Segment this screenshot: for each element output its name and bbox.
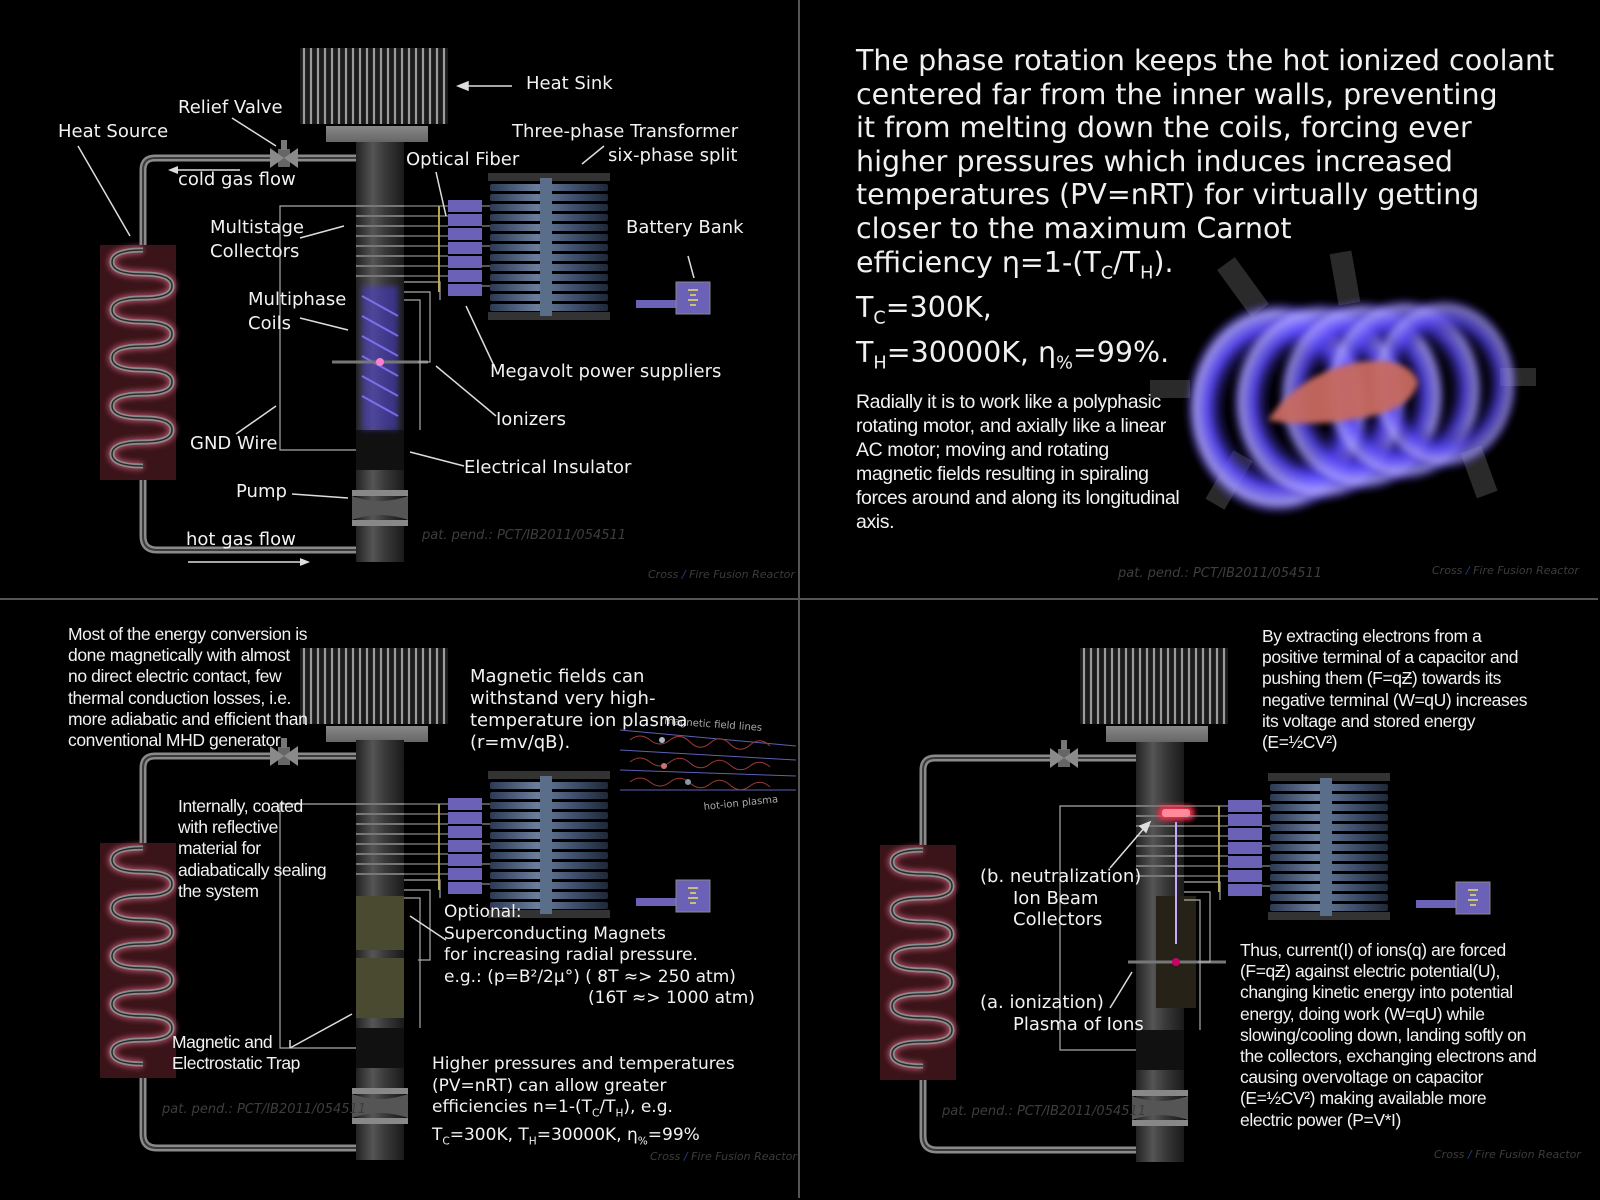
transformer-label-2: six-phase split — [608, 145, 738, 166]
reactor-diagram — [800, 646, 1491, 1163]
magnetic-fields-text: Magnetic fields can withstand very high-… — [470, 666, 688, 753]
patent-note: pat. pend.: PCT/IB2011/054511 — [162, 1102, 367, 1117]
phase-text-line: it from melting down the coils, forcing … — [856, 111, 1472, 145]
higher-line: efficiencies n=1-(TC/TH), e.g. — [432, 1097, 673, 1120]
neutralization-line: Collectors — [1013, 909, 1103, 930]
phase-text-line: temperatures (PV=nRT) for virtually gett… — [856, 178, 1480, 212]
reactor-diagram — [77, 46, 711, 566]
neutralization-label: (b. neutralization) Ion Beam Collectors — [980, 866, 1141, 931]
transformer-label-1: Three-phase Transformer — [512, 121, 739, 142]
reactor-diagram: magnetic field lines hot-ion plasma — [0, 646, 797, 1161]
th-value-line: TH=30000K, η%=99%. — [856, 336, 1170, 374]
phase-text-line: closer to the maximum Carnot — [856, 211, 1292, 245]
tc-value-line: TC=300K, — [856, 290, 992, 329]
hot-gas-flow-label: hot gas flow — [186, 529, 296, 550]
ionization-line: (a. ionization) — [980, 992, 1104, 1013]
phase-rotation-text: The phase rotation keeps the hot ionized… — [856, 44, 1554, 381]
hot-ion-label: hot-ion plasma — [703, 794, 778, 813]
ion-current-text: Thus, current(I) of ions(q) are forced (… — [1240, 940, 1537, 1130]
phase-text-line: centered far from the inner walls, preve… — [856, 77, 1498, 111]
radial-motor-text: Radially it is to work like a polyphasic… — [856, 391, 1180, 533]
optional-line: Superconducting Magnets — [444, 923, 666, 944]
panel-magnetic-trap: magnetic field lines hot-ion plasma Most… — [0, 600, 800, 1198]
higher-line: Higher pressures and temperatures — [432, 1054, 735, 1074]
ionization-line: Plasma of Ions — [1013, 1013, 1144, 1035]
superconducting-magnets-text: Optional: Superconducting Magnets for in… — [444, 902, 755, 1010]
patent-note: pat. pend.: PCT/IB2011/054511 — [942, 1104, 1147, 1119]
energy-conversion-text: Most of the energy conversion is done ma… — [68, 624, 308, 751]
plasma-coil-illustration — [1150, 250, 1536, 514]
heat-source-label: Heat Source — [58, 121, 169, 142]
multistage-label-2: Collectors — [210, 241, 300, 262]
phase-text-line: The phase rotation keeps the hot ionized… — [856, 44, 1555, 77]
relief-valve-label: Relief Valve — [178, 97, 283, 118]
higher-pressures-text: Higher pressures and temperatures (PV=nR… — [432, 1054, 735, 1153]
trap-text: Magnetic and Electrostatic Trap — [172, 1032, 300, 1074]
optional-line: for increasing radial pressure. — [444, 945, 698, 965]
panel-phase-rotation: The phase rotation keeps the hot ionized… — [800, 0, 1598, 600]
pump-label: Pump — [236, 481, 287, 502]
brand-mark: Cross / Fire Fusion Reactor — [1434, 1148, 1581, 1161]
multistage-label-1: Multistage — [210, 217, 304, 238]
heat-sink-label: Heat Sink — [526, 73, 613, 94]
optional-line: Optional: — [444, 902, 522, 922]
battery-bank-label: Battery Bank — [626, 217, 744, 238]
panel-reactor-overview: Heat Sink Relief Valve Heat Source Three… — [0, 0, 800, 600]
multiphase-label-2: Coils — [248, 313, 291, 334]
phase-text-line: higher pressures which induces increased — [856, 144, 1453, 178]
patent-note: pat. pend.: PCT/IB2011/054511 — [422, 528, 627, 543]
megavolt-label: Megavolt power suppliers — [490, 361, 722, 382]
panel-ion-collectors: By extracting electrons from a positive … — [800, 600, 1598, 1198]
brand-mark: Cross / Fire Fusion Reactor — [1432, 564, 1579, 577]
ionization-label: (a. ionization) Plasma of Ions — [980, 992, 1144, 1035]
ionizers-label: Ionizers — [496, 409, 567, 430]
cold-gas-flow-label: cold gas flow — [178, 169, 296, 190]
higher-line: (PV=nRT) can allow greater — [432, 1075, 667, 1096]
patent-note: pat. pend.: PCT/IB2011/054511 — [1118, 566, 1323, 581]
optional-line: (16T ≈> 1000 atm) — [588, 988, 755, 1008]
multiphase-label-1: Multiphase — [248, 289, 347, 310]
extracting-electrons-text: By extracting electrons from a positive … — [1262, 626, 1528, 753]
brand-mark: Cross / Fire Fusion Reactor — [650, 1150, 797, 1163]
reflective-coating-text: Internally, coated with reflective mater… — [178, 796, 327, 901]
gnd-wire-label: GND Wire — [190, 433, 278, 454]
neutralization-line: Ion Beam — [1013, 887, 1099, 909]
carnot-efficiency-line: efficiency η=1-(TC/TH). — [856, 245, 1174, 284]
brand-mark: Cross / Fire Fusion Reactor — [648, 568, 795, 581]
neutralization-line: (b. neutralization) — [980, 866, 1142, 887]
insulator-label: Electrical Insulator — [464, 457, 632, 478]
optional-line: e.g.: (p=B²/2μ°) ( 8T ≈> 250 atm) — [444, 966, 736, 987]
optical-fiber-label: Optical Fiber — [406, 149, 520, 170]
higher-line: TC=300K, TH=30000K, η%=99% — [432, 1124, 700, 1148]
